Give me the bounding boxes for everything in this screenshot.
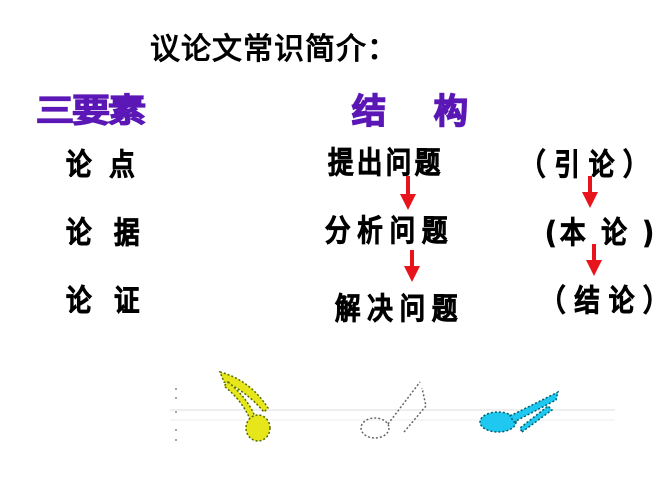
slide-title: 议论文常识简介：: [150, 32, 398, 67]
element-item: 论 据: [66, 216, 147, 252]
music-notes-decoration: [170, 370, 615, 442]
structure-step: 提出问题: [328, 146, 444, 182]
structure-part: （ 引 论 ）: [520, 148, 649, 184]
elements-heading: 三要素: [35, 91, 147, 130]
element-item: 论 点: [66, 148, 135, 184]
arrow-down-icon: [586, 244, 602, 276]
structure-step: 解决问题: [335, 292, 465, 328]
element-item: 论 证: [66, 284, 147, 320]
music-note-icon: [218, 370, 271, 442]
arrow-down-icon: [400, 176, 416, 210]
arrow-down-icon: [404, 250, 420, 282]
structure-heading: 结 构: [351, 91, 486, 133]
music-note-icon: [360, 381, 427, 439]
structure-part: （ 结 论 ）: [540, 284, 667, 320]
structure-part: (本 论 ): [545, 216, 658, 252]
structure-step: 分析问题: [325, 214, 455, 250]
arrow-down-icon: [582, 176, 598, 208]
music-note-icon: [479, 390, 560, 434]
